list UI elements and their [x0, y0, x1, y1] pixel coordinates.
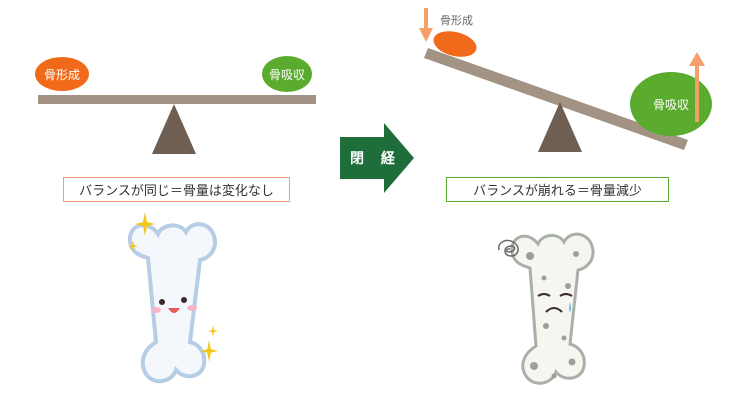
menopause-label: 閉 経: [350, 151, 401, 167]
bone-resorption-label: 骨吸収: [268, 67, 305, 82]
seesaw-plank: [38, 95, 316, 104]
bone-resorption-ellipse: 骨吸収: [262, 56, 312, 92]
balanced-caption-text: バランスが同じ＝骨量は変化なし: [79, 184, 274, 199]
up-arrow-icon: [689, 52, 705, 122]
imbalanced-caption-text: バランスが崩れる＝骨量減少: [473, 184, 642, 199]
seesaw-fulcrum: [152, 104, 196, 154]
bone-formation-ellipse: 骨形成: [35, 57, 89, 91]
imbalanced-caption: バランスが崩れる＝骨量減少: [446, 177, 669, 202]
menopause-arrow-icon: [340, 123, 414, 193]
bone-formation-small-label: 骨形成: [440, 14, 473, 27]
bone-resorption-large-label: 骨吸収: [652, 97, 689, 112]
tilted-seesaw: [424, 48, 688, 152]
balanced-caption: バランスが同じ＝骨量は変化なし: [63, 177, 290, 202]
down-arrow-icon: [419, 8, 433, 42]
happy-bone-icon: [127, 222, 217, 384]
sparkle-icon: [200, 340, 218, 362]
bone-formation-label: 骨形成: [43, 67, 80, 82]
sparkle-icon: [208, 325, 218, 337]
sad-porous-bone-icon: [510, 232, 595, 385]
sparkle-icon: [135, 212, 155, 236]
scribble-icon: [498, 239, 519, 257]
sparkle-icon: [128, 240, 138, 252]
